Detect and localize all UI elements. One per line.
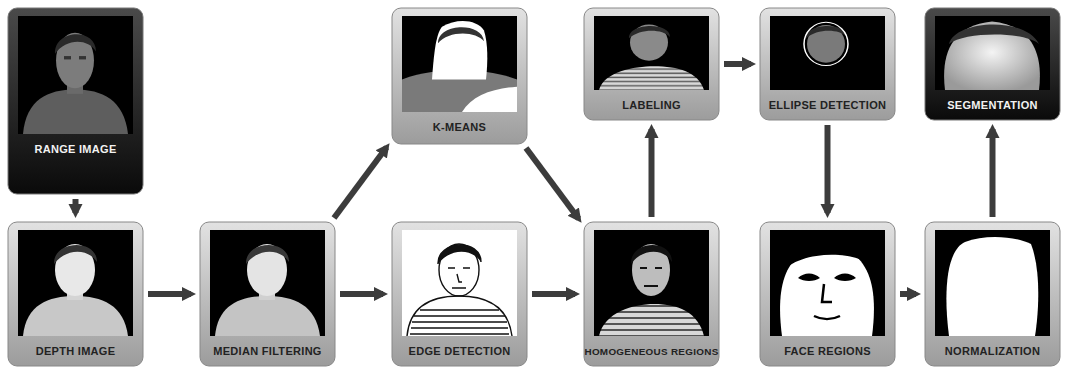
step-label: DEPTH IMAGE	[8, 340, 143, 364]
step-label: NORMALIZATION	[925, 340, 1060, 364]
homogeneous-image	[594, 230, 709, 336]
pipeline-panel: SEGMENTATION	[925, 8, 1060, 120]
flow-arrow	[148, 291, 191, 297]
flow-arrow	[649, 129, 655, 217]
normalization-image	[935, 230, 1050, 336]
pipeline-panel: K-MEANS	[392, 8, 527, 144]
kmeans-image	[402, 16, 517, 112]
step-label: EDGE DETECTION	[392, 340, 527, 364]
flow-arrow	[990, 129, 996, 217]
step-label: LABELING	[584, 94, 719, 118]
pipeline-panel: FACE REGIONS	[760, 222, 895, 366]
panel-frame	[200, 222, 335, 366]
face-regions-image	[770, 230, 885, 336]
step-label: FACE REGIONS	[760, 340, 895, 364]
step-label: SEGMENTATION	[925, 94, 1060, 118]
step-label: HOMOGENEOUS REGIONS	[584, 340, 719, 364]
pipeline-panel: MEDIAN FILTERING	[200, 222, 335, 366]
range-image	[18, 16, 133, 134]
step-label: ELLIPSE DETECTION	[760, 94, 895, 118]
flow-arrow	[825, 125, 831, 213]
panel-frame	[925, 222, 1060, 366]
panel-frame	[760, 8, 895, 120]
panel-frame	[8, 8, 143, 194]
edge-image	[402, 230, 517, 336]
step-label: MEDIAN FILTERING	[200, 340, 335, 364]
pipeline-panel: EDGE DETECTION	[392, 222, 527, 366]
pipeline-panel: RANGE IMAGE	[8, 8, 143, 194]
pipeline-panel: LABELING	[584, 8, 719, 120]
panel-frame	[925, 8, 1060, 120]
panel-frame	[392, 8, 527, 144]
step-label: RANGE IMAGE	[8, 138, 143, 162]
flow-arrow	[340, 291, 383, 297]
panel-frame	[392, 222, 527, 366]
panel-frame	[584, 8, 719, 120]
median-image	[210, 230, 325, 336]
segmentation-image	[935, 16, 1050, 90]
pipeline-panel: DEPTH IMAGE	[8, 222, 143, 366]
flow-arrow	[526, 148, 579, 219]
panel-frame	[584, 222, 719, 366]
ellipse-image	[770, 16, 885, 90]
depth-image	[18, 230, 133, 336]
flow-arrow	[900, 291, 916, 297]
labeling-image	[594, 16, 709, 90]
step-label: K-MEANS	[392, 116, 527, 140]
flow-arrow	[532, 291, 575, 297]
pipeline-panel: HOMOGENEOUS REGIONS	[584, 222, 719, 366]
pipeline-panel: ELLIPSE DETECTION	[760, 8, 895, 120]
pipeline-panel: NORMALIZATION	[925, 222, 1060, 366]
panel-frame	[760, 222, 895, 366]
flow-arrow	[73, 199, 79, 213]
panel-frame	[8, 222, 143, 366]
flow-arrow	[334, 147, 387, 218]
flow-arrow	[724, 61, 751, 67]
